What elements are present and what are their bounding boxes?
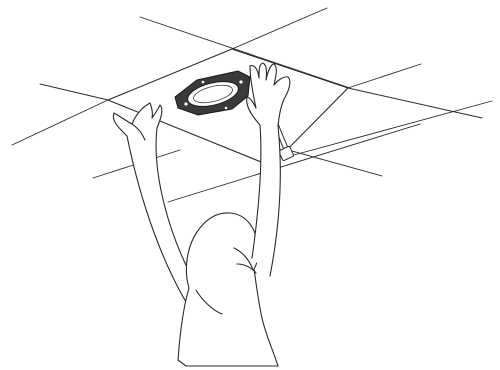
grid-line bbox=[12, 100, 108, 145]
screw-hole bbox=[184, 102, 187, 105]
grid-line bbox=[348, 88, 482, 118]
screw-hole bbox=[239, 80, 242, 83]
grid-line bbox=[40, 84, 108, 100]
grid-line bbox=[232, 8, 327, 49]
screw-hole bbox=[202, 81, 205, 84]
screw-hole bbox=[225, 107, 228, 110]
left-arm bbox=[113, 103, 198, 302]
grid-line bbox=[348, 64, 421, 88]
